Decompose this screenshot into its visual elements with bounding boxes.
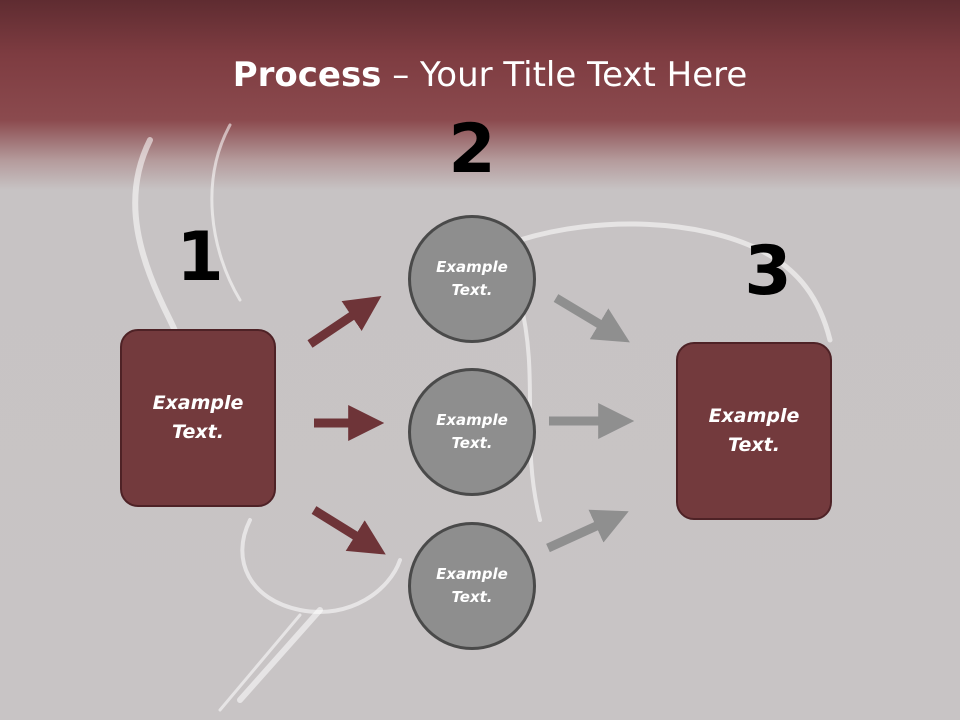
step-number-2: 2	[448, 110, 496, 189]
step-box-1-label: Example Text.	[152, 392, 244, 443]
step-number-1: 1	[176, 218, 224, 297]
step-box-3: Example Text.	[676, 342, 832, 520]
arrow-to-bottom-circle	[311, 506, 386, 555]
arrow-from-top-circle	[553, 294, 630, 343]
process-circle-middle: Example Text.	[408, 368, 536, 496]
arrow-to-top-circle	[307, 295, 382, 348]
circle-middle-label: Example Text.	[436, 411, 508, 452]
circle-bottom-label: Example Text.	[436, 565, 508, 606]
slide-title: Process – Your Title Text Here	[0, 55, 960, 95]
circle-top-label: Example Text.	[436, 258, 508, 299]
title-rest: – Your Title Text Here	[381, 55, 748, 95]
step-box-3-label: Example Text.	[708, 405, 800, 456]
step-box-1: Example Text.	[120, 329, 276, 507]
title-bold: Process	[232, 55, 382, 95]
process-circle-bottom: Example Text.	[408, 522, 536, 650]
process-circle-top: Example Text.	[408, 215, 536, 343]
step-number-3: 3	[744, 232, 792, 311]
arrow-from-bottom-circle	[546, 509, 629, 553]
